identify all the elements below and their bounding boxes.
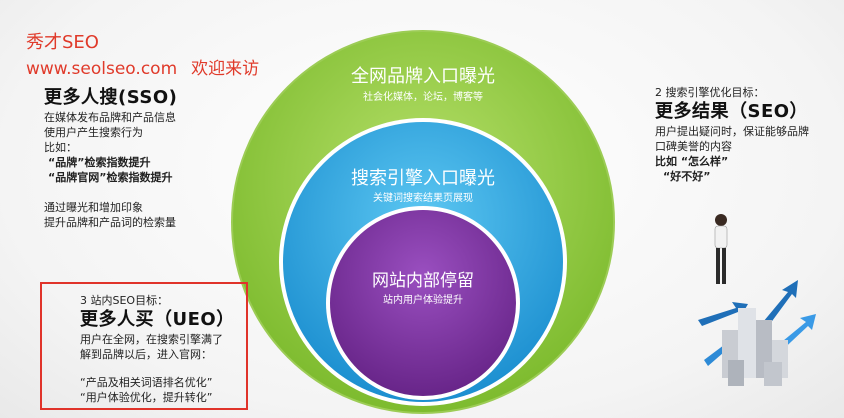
sso-line: 比如： xyxy=(44,141,77,154)
sso-line: 使用户产生搜索行为 xyxy=(44,126,143,139)
sso-tail-line: 通过曝光和增加印象 xyxy=(44,201,143,214)
seo-goal-block: 2 搜索引擎优化目标： 更多结果（SEO） 用户提出疑问时，保证能够品牌 口碑美… xyxy=(655,86,835,184)
person-leg xyxy=(722,248,726,284)
seo-heading: 更多结果（SEO） xyxy=(655,101,809,122)
watermark-title: 秀才SEO xyxy=(26,32,99,53)
seo-line: 用户提出疑问时，保证能够品牌 xyxy=(655,125,809,138)
inner-circle-subtitle: 站内用户体验提升 xyxy=(383,293,463,306)
seo-line: 比如 “怎么样” xyxy=(655,155,729,168)
watermark-url-text: www.seolseo.com xyxy=(26,59,178,79)
sso-heading: 更多人搜(SSO) xyxy=(44,87,178,108)
bar-block xyxy=(764,362,782,386)
watermark-url: www.seolseo.com 欢迎来访 xyxy=(26,58,259,80)
ueo-label: 3 站内SEO目标： xyxy=(80,294,169,307)
middle-circle-subtitle: 关键词搜索结果页展现 xyxy=(373,191,473,204)
inner-circle xyxy=(330,210,516,396)
ueo-line: 解到品牌以后，进入官网： xyxy=(80,348,212,361)
watermark-welcome: 欢迎来访 xyxy=(191,59,260,79)
outer-circle-title: 全网品牌入口曝光 xyxy=(351,66,495,87)
person-leg xyxy=(716,248,720,284)
arrow-icon xyxy=(758,280,798,332)
outer-circle-subtitle: 社会化媒体，论坛，博客等 xyxy=(363,90,483,103)
arrow-icon xyxy=(698,302,748,326)
sso-line: 在媒体发布品牌和产品信息 xyxy=(44,111,176,124)
ueo-goal-block: 3 站内SEO目标： 更多人买（UEO） 用户在全网，在搜索引擎满了 解到品牌以… xyxy=(40,282,248,410)
sso-tail-line: 提升品牌和产品词的检索量 xyxy=(44,216,176,229)
middle-circle-title: 搜索引擎入口曝光 xyxy=(351,168,495,189)
ueo-heading: 更多人买（UEO） xyxy=(80,309,235,330)
seo-label: 2 搜索引擎优化目标： xyxy=(655,86,765,99)
seo-line: 口碑美誉的内容 xyxy=(655,140,732,153)
inner-circle-title: 网站内部停留 xyxy=(372,271,474,291)
person-shirt xyxy=(714,225,728,249)
ueo-tail-line: “产品及相关词语排名优化” xyxy=(80,376,213,389)
seo-line: “好不好” xyxy=(663,170,711,183)
sso-bold-line: “品牌”检索指数提升 xyxy=(48,156,151,169)
sso-goal-block: 更多人搜(SSO) 在媒体发布品牌和产品信息 使用户产生搜索行为 比如： “品牌… xyxy=(44,86,244,230)
ueo-line: 用户在全网，在搜索引擎满了 xyxy=(80,333,223,346)
person-head-icon xyxy=(715,214,727,226)
ueo-tail-line: “用户体验优化，提升转化” xyxy=(80,391,213,404)
sso-bold-line: “品牌官网”检索指数提升 xyxy=(48,171,173,184)
businessman-chart-illustration xyxy=(698,214,816,386)
bar-block xyxy=(728,360,744,386)
